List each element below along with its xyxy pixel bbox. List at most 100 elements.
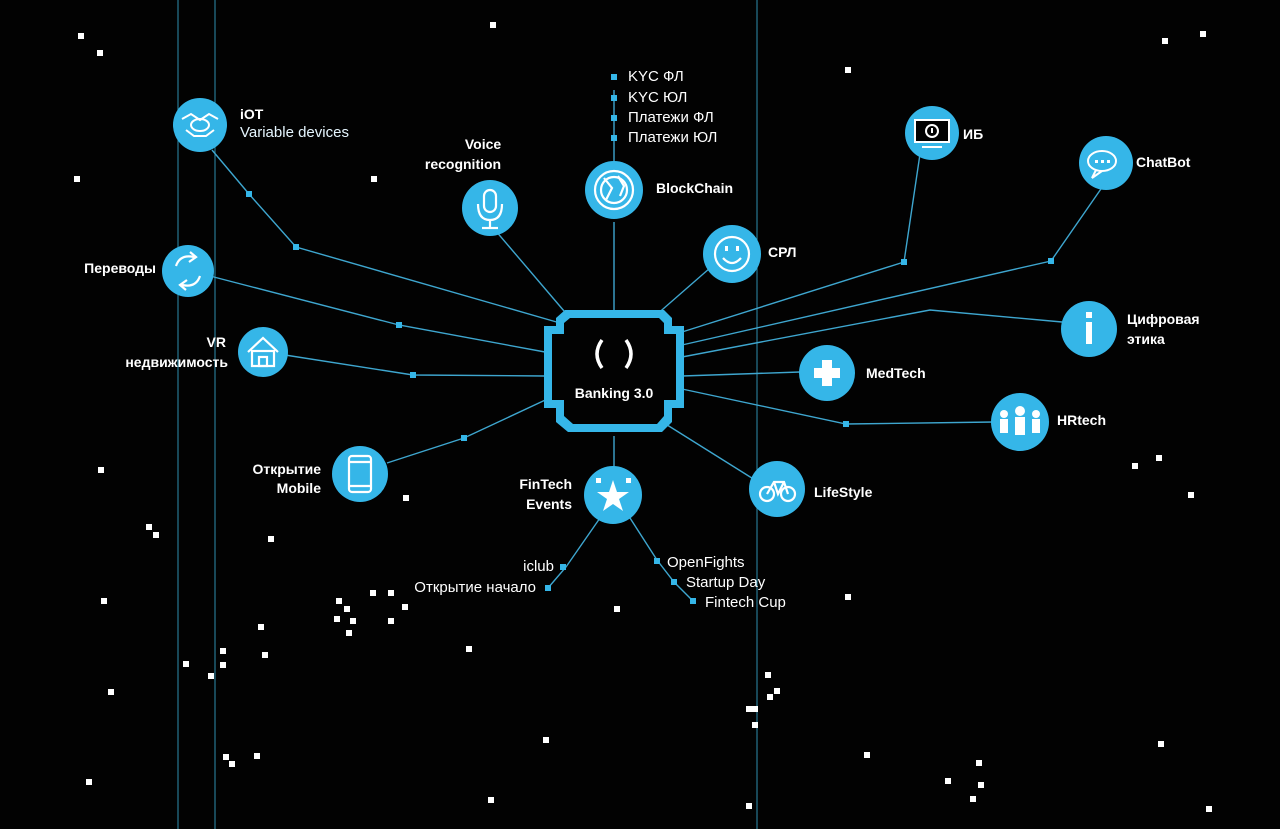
ib-label: ИБ (963, 126, 984, 142)
star-dot (488, 797, 494, 803)
star-dot (1132, 463, 1138, 469)
star-dot (262, 652, 268, 658)
star-dot (370, 590, 376, 596)
star-dot (254, 753, 260, 759)
star-dot (153, 532, 159, 538)
blockchain-label: BlockChain (656, 180, 734, 196)
star-dot (346, 630, 352, 636)
star-dot (334, 616, 340, 622)
star-dot (1158, 741, 1164, 747)
star-dot (746, 706, 752, 712)
iot-title: iOT (240, 106, 264, 122)
star-dot (490, 22, 496, 28)
star-dot (1200, 31, 1206, 37)
ib-node[interactable] (905, 106, 959, 160)
star-dot (402, 604, 408, 610)
blockchain-item-4: Платежи ЮЛ (628, 129, 718, 146)
vr-label-line1: VR (206, 334, 226, 350)
star-dot (767, 694, 773, 700)
star-dot (101, 598, 107, 604)
star-dot (208, 673, 214, 679)
lifestyle-label: LifeStyle (814, 484, 873, 500)
star-dot (223, 754, 229, 760)
medtech-node[interactable] (799, 345, 855, 401)
globe-icon (593, 169, 635, 211)
star-dot (388, 590, 394, 596)
fintech-label-line1: FinTech (519, 476, 572, 492)
star-dot (978, 782, 984, 788)
cross-icon (814, 360, 840, 386)
blockchain-node[interactable] (585, 161, 643, 219)
fintech-node[interactable] (584, 466, 642, 524)
srl-node[interactable] (703, 225, 761, 283)
star-dot (344, 606, 350, 612)
star-dot (1156, 455, 1162, 461)
center-hub-label: Banking 3.0 (574, 385, 654, 401)
center-hub[interactable] (544, 310, 684, 432)
digital-ethics-node[interactable] (1061, 301, 1117, 357)
star-dot (350, 618, 356, 624)
hrtech-label: HRtech (1057, 412, 1107, 428)
star-dot (388, 618, 394, 624)
info-icon (1086, 312, 1092, 344)
medtech-label: MedTech (866, 365, 926, 381)
star-dot (220, 662, 226, 668)
star-dot (1206, 806, 1212, 812)
star-dot (86, 779, 92, 785)
brackets-icon (595, 338, 633, 370)
perevody-node[interactable] (162, 245, 214, 297)
star-dot (845, 594, 851, 600)
star-dot (945, 778, 951, 784)
star-dot (466, 646, 472, 652)
refresh-icon (174, 251, 202, 291)
star-dot (1162, 38, 1168, 44)
voice-label-line1: Voice (464, 136, 502, 152)
blockchain-item-1: KYC ФЛ (628, 68, 684, 85)
fintech-label-line2: Events (526, 496, 572, 512)
chatbot-node[interactable] (1079, 136, 1133, 190)
vr-label-line2: недвижимость (125, 354, 228, 370)
connector-dots (246, 74, 1054, 604)
star-dot (614, 606, 620, 612)
star-dot (543, 737, 549, 743)
lifestyle-node[interactable] (749, 461, 805, 517)
star-dot (108, 689, 114, 695)
star-dot (976, 760, 982, 766)
star-dot (97, 50, 103, 56)
star-dot (970, 796, 976, 802)
smiley-icon (713, 235, 751, 273)
perevody-label: Переводы (84, 260, 156, 276)
stars-icon (596, 478, 631, 511)
star-dot (183, 661, 189, 667)
star-dot (752, 722, 758, 728)
voice-node[interactable] (462, 180, 518, 236)
star-dot (371, 176, 377, 182)
house-icon (247, 336, 279, 368)
fintech-item-otkrytie-nachalo: Открытие начало (414, 579, 536, 596)
hrtech-node[interactable] (991, 393, 1049, 451)
blockchain-item-3: Платежи ФЛ (628, 109, 714, 126)
star-dot (336, 598, 342, 604)
star-dot (845, 67, 851, 73)
bicycle-icon (758, 480, 797, 503)
iot-node[interactable] (173, 98, 227, 152)
star-dot (403, 495, 409, 501)
iot-subtitle: Variable devices (240, 124, 349, 141)
star-dot (774, 688, 780, 694)
people-icon (1000, 406, 1040, 435)
handshake-icon (181, 112, 219, 137)
star-dot (229, 761, 235, 767)
chatbot-label: ChatBot (1136, 154, 1191, 170)
fintech-item-startup-day: Startup Day (686, 574, 766, 591)
star-dot (146, 524, 152, 530)
vr-node[interactable] (238, 327, 288, 377)
blockchain-item-2: KYC ЮЛ (628, 89, 688, 106)
mobile-node[interactable] (332, 446, 388, 502)
mobile-label-line1: Открытие (252, 461, 321, 477)
digital-ethics-label-line2: этика (1127, 331, 1165, 347)
phone-icon (347, 454, 373, 494)
chat-bubble-icon (1087, 150, 1117, 179)
star-dot (752, 706, 758, 712)
star-dot (98, 467, 104, 473)
